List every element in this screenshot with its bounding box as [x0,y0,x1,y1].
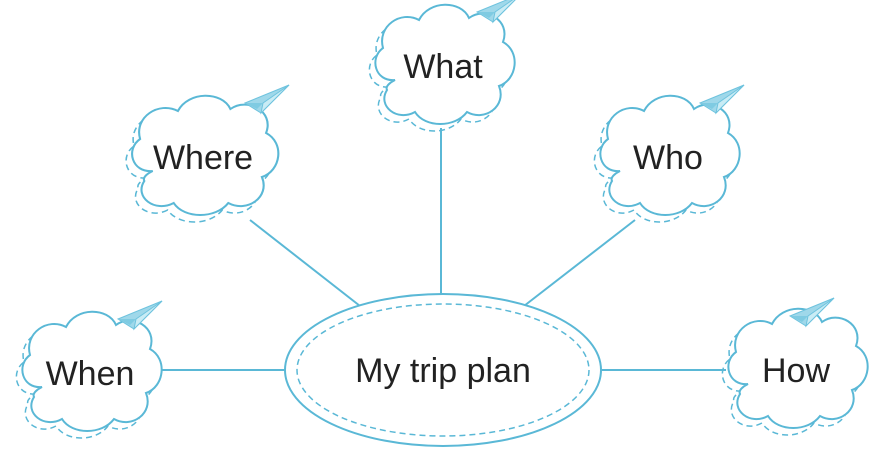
connector-who [523,219,636,307]
connector-where [249,219,361,307]
center-node: My trip plan [284,293,602,447]
node-how: How [721,297,869,436]
node-when: When [15,300,163,439]
center-ellipse-inner [296,303,590,437]
node-label-when: When [46,355,135,393]
center-label: My trip plan [355,352,531,390]
node-label-where: Where [153,139,253,177]
node-where: Where [125,84,290,223]
node-label-how: How [762,352,830,390]
node-what: What [368,0,522,132]
node-label-who: Who [633,139,703,177]
node-label-what: What [403,48,483,86]
center-ellipse-outer [284,293,602,447]
connectors [160,128,726,371]
node-who: Who [593,84,745,223]
